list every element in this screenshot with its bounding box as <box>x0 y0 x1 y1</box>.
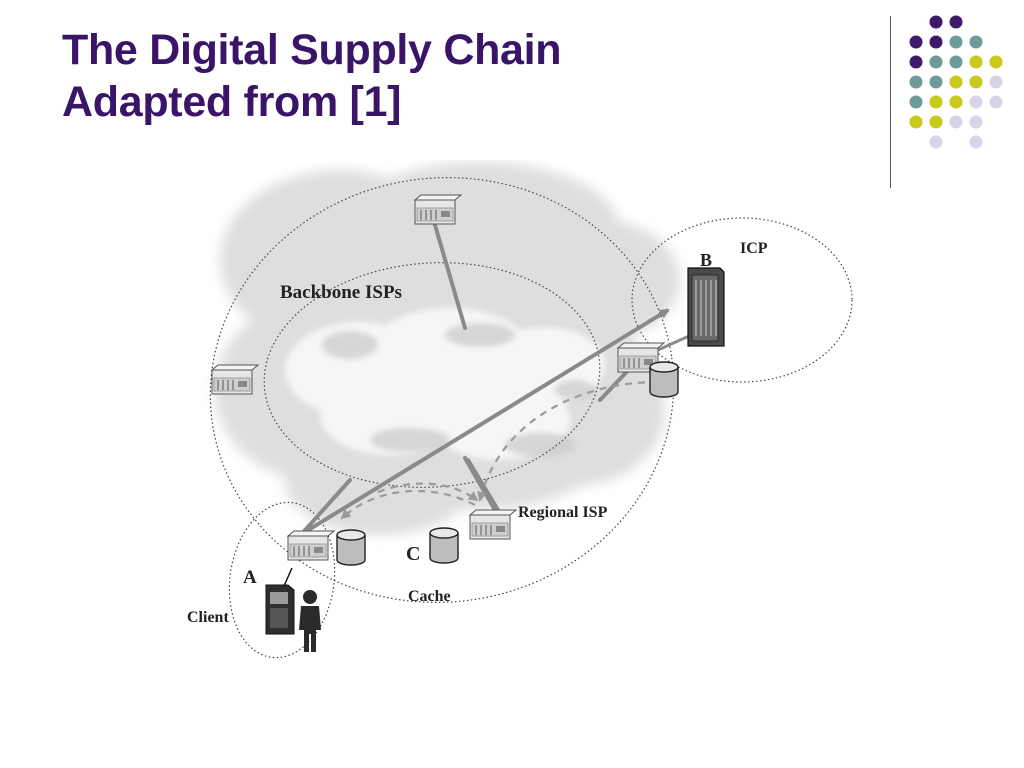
client-person-icon <box>299 590 321 652</box>
cache-client <box>336 529 366 566</box>
client-label: Client <box>187 609 229 626</box>
b-label: B <box>700 250 712 270</box>
decorative-dot <box>929 95 943 109</box>
decorative-dot <box>949 55 963 69</box>
cloud-shape <box>215 162 680 535</box>
decorative-dot <box>989 55 1003 69</box>
regional-isp-label: Regional ISP <box>518 504 608 521</box>
c-label: C <box>406 543 420 565</box>
cache-arrow-regional-to-client <box>340 489 476 520</box>
decorative-dot <box>909 115 923 129</box>
backbone-isps-label: Backbone ISPs <box>280 282 402 303</box>
cache-icp <box>649 361 679 398</box>
decorative-dot <box>949 15 963 29</box>
backbone-outer-boundary <box>209 176 675 604</box>
decorative-dot <box>909 35 923 49</box>
cache-arrow-icp-to-regional <box>477 380 659 502</box>
decorative-dot <box>969 95 983 109</box>
header-divider <box>890 16 891 188</box>
cache-label: Cache <box>408 588 451 605</box>
decorative-dot <box>949 75 963 89</box>
link-top-router <box>433 223 467 330</box>
decorative-dot <box>929 75 943 89</box>
link-regional-to-backbone <box>463 456 497 512</box>
request-arrow <box>303 308 670 534</box>
icp-label: ICP <box>740 240 768 257</box>
icp-boundary <box>631 217 853 383</box>
decorative-dot <box>909 55 923 69</box>
decorative-dot <box>929 15 943 29</box>
client-computer-icon <box>265 567 295 635</box>
slide-title-line-2: Adapted from [1] <box>62 78 402 126</box>
decorative-dot <box>929 55 943 69</box>
decorative-dot <box>909 75 923 89</box>
cache-arrow-client-to-regional <box>377 482 479 502</box>
decorative-dot <box>989 95 1003 109</box>
decorative-dot <box>929 135 943 149</box>
decorative-dot <box>929 115 943 129</box>
router-regional <box>469 509 517 540</box>
link-client-to-backbone <box>296 478 352 540</box>
decorative-dot <box>929 35 943 49</box>
decorative-dot <box>969 35 983 49</box>
decorative-dot <box>909 95 923 109</box>
router-client <box>287 530 335 561</box>
decorative-dot <box>969 75 983 89</box>
a-label: A <box>243 567 257 588</box>
decorative-dot-grid <box>909 15 1003 149</box>
client-boundary <box>228 501 336 659</box>
decorative-dot <box>949 95 963 109</box>
decorative-dot <box>969 135 983 149</box>
backbone-inner-boundary <box>263 262 601 488</box>
supply-chain-diagram: Backbone ISPs ICP B Regional ISP C Cache… <box>187 162 853 659</box>
slide-title: The Digital Supply Chain Adapted from [1… <box>62 24 562 128</box>
router-left <box>211 364 259 395</box>
cache-regional <box>429 527 459 564</box>
router-top <box>414 194 462 225</box>
decorative-dot <box>949 35 963 49</box>
decorative-dot <box>969 55 983 69</box>
decorative-dot <box>949 115 963 129</box>
decorative-dot <box>969 115 983 129</box>
slide-title-line-1: The Digital Supply Chain <box>62 26 562 74</box>
icp-server-icon <box>687 267 725 347</box>
decorative-dot <box>989 75 1003 89</box>
